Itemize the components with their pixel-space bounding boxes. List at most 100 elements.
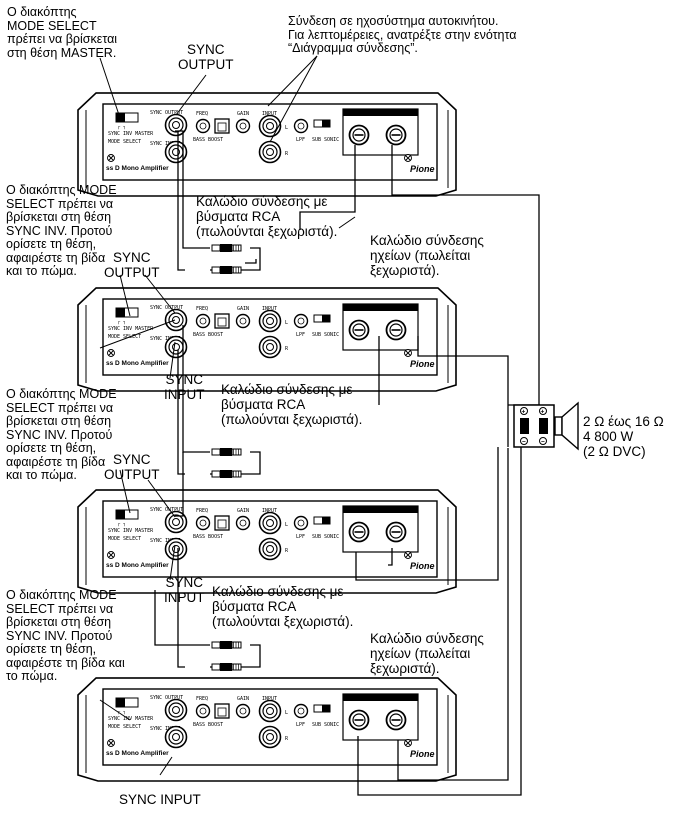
svg-text:SPEAKER OUTPUT: SPEAKER OUTPUT [354,696,396,702]
svg-text:SPEAKER OUTPUT: SPEAKER OUTPUT [354,306,396,312]
svg-text:┌ ┐: ┌ ┐ [117,709,126,715]
note-car-audio: Σύνδεση σε ηχοσύστημα αυτοκινήτου.Για λε… [288,14,517,55]
mode-select-text: MODE SELECT [108,139,141,145]
svg-text:BASS BOOST: BASS BOOST [193,534,223,540]
svg-text:+: + [522,409,526,416]
gain-knob [235,313,251,329]
svg-text:BASS BOOST: BASS BOOST [193,332,223,338]
svg-text:SUB SONIC: SUB SONIC [312,534,339,540]
lpf-knob [293,118,309,134]
svg-text:BASS BOOST: BASS BOOST [193,137,223,143]
speaker-terminal-pos [385,319,407,341]
svg-text:SUB SONIC: SUB SONIC [312,332,339,338]
freq-knob [195,703,211,719]
sync-input-jack [164,725,188,749]
svg-text:GAIN: GAIN [237,306,249,312]
svg-text:R: R [285,346,289,352]
svg-text:LPF: LPF [296,332,305,338]
svg-text:R: R [285,548,289,554]
svg-text:L: L [285,710,288,716]
svg-text:LPF: LPF [296,534,305,540]
svg-text:SPEAKER OUTPUT: SPEAKER OUTPUT [354,111,396,117]
amplifier-unit-3: ┌ ┐SYNC INV MASTER MODE SELECT SYNC OUTPUT… [77,489,457,594]
panel-screw [404,551,412,559]
speaker-terminal-neg [348,319,370,341]
svg-text:R: R [285,151,289,157]
lpf-knob [293,313,309,329]
panel-screw [404,739,412,747]
svg-text:INPUT: INPUT [262,696,277,702]
svg-text:GAIN: GAIN [237,111,249,117]
speaker-icon [554,401,579,451]
svg-text:┌ ┐: ┌ ┐ [117,319,126,325]
svg-text:FREQ: FREQ [196,508,208,514]
svg-text:−: − [522,439,526,446]
svg-text:┌ ┐: ┌ ┐ [117,521,126,527]
lpf-knob [293,515,309,531]
mode-select-text: MODE SELECT [108,334,141,340]
speaker-terminal-neg [348,124,370,146]
speaker-terminal-pos [385,124,407,146]
panel-screw-left [107,349,115,357]
svg-text:SPEAKER OUTPUT: SPEAKER OUTPUT [354,508,396,514]
panel-screw [404,154,412,162]
gain-knob [235,118,251,134]
panel-screw-left [107,739,115,747]
mode-pos-text: SYNC INV MASTER [108,131,154,137]
input-jack-r [258,140,282,164]
gain-knob [235,703,251,719]
svg-text:L: L [285,320,288,326]
sync-input-text: SYNC INPUT [150,141,180,147]
svg-text:LPF: LPF [296,137,305,143]
svg-text:GAIN: GAIN [237,696,249,702]
sync-output-text: SYNC OUTPUT [150,110,183,116]
mode-select-text: MODE SELECT [108,536,141,542]
brand-text: Pione [410,164,435,174]
sync-input-text: SYNC INPUT [150,538,180,544]
freq-knob [195,515,211,531]
model-text: ss D Mono Amplifier [106,360,169,367]
svg-text:INPUT: INPUT [262,111,277,117]
svg-text:SUB SONIC: SUB SONIC [312,722,339,728]
svg-text:┌ ┐: ┌ ┐ [117,124,126,130]
speaker-terminal-neg [348,521,370,543]
mode-select-text: MODE SELECT [108,724,141,730]
sync-output-text: SYNC OUTPUT [150,695,183,701]
panel-screw [404,349,412,357]
sync-output-jack [164,698,188,722]
mode-pos-text: SYNC INV MASTER [108,716,154,722]
sync-output-text: SYNC OUTPUT [150,507,183,513]
input-jack-r [258,335,282,359]
input-jack-l [258,309,282,333]
speaker-terminal-pos [385,521,407,543]
sync-input-jack [164,537,188,561]
svg-text:BASS BOOST: BASS BOOST [193,722,223,728]
svg-text:FREQ: FREQ [196,306,208,312]
svg-text:L: L [285,522,288,528]
input-jack-l [258,699,282,723]
mode-pos-text: SYNC INV MASTER [108,326,154,332]
input-jack-r [258,725,282,749]
freq-knob [195,118,211,134]
brand-text: Pione [410,359,435,369]
svg-text:FREQ: FREQ [196,111,208,117]
amplifier-unit-1: ┌ ┐SYNC INV MASTER MODE SELECT SYNC OUTPUT… [77,92,457,197]
svg-text:−: − [541,439,545,446]
gain-knob [235,515,251,531]
panel-screw-left [107,154,115,162]
mode-pos-text: SYNC INV MASTER [108,528,154,534]
sync-input-text: SYNC INPUT [150,726,180,732]
